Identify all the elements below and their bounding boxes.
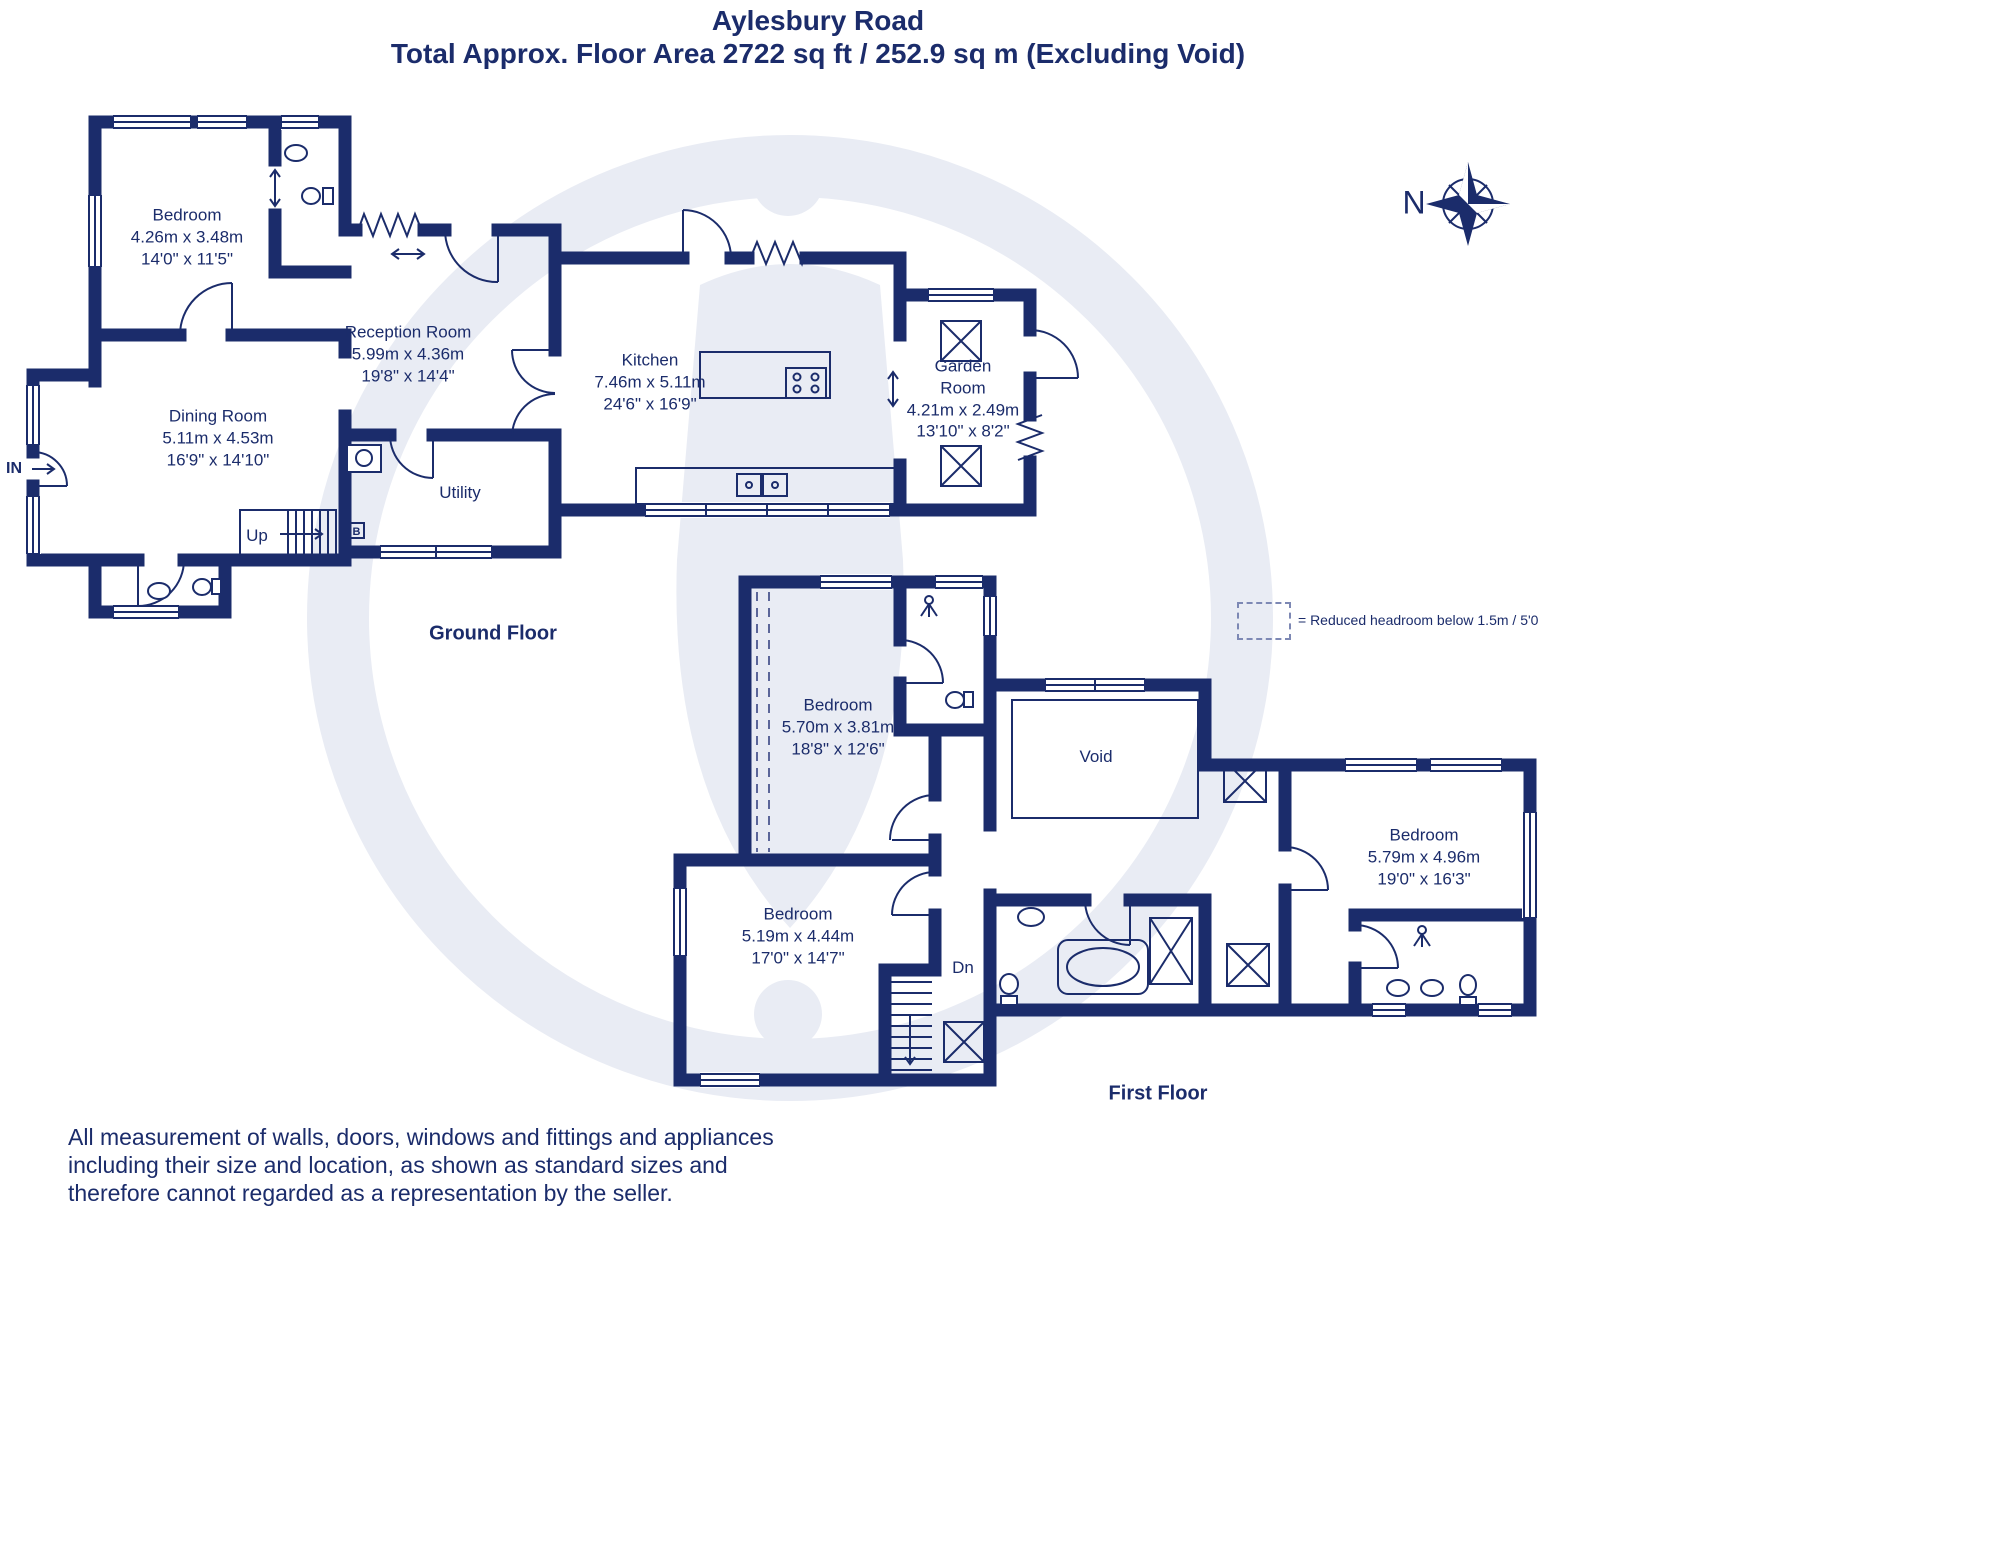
first-floor-label: First Floor xyxy=(1108,1082,1208,1105)
skylight-icon xyxy=(1223,759,1267,803)
room-name: Bedroom xyxy=(763,904,833,924)
reduced-headroom-legend-text: = Reduced headroom below 1.5m / 5'0 xyxy=(1298,612,1539,628)
sink-icon xyxy=(1420,979,1444,997)
room-dim-imperial: 16'9" x 14'10" xyxy=(166,449,270,469)
sink-icon xyxy=(1017,907,1045,927)
ground-floor-stairs xyxy=(239,509,337,559)
room-dim-imperial: 19'8" x 14'4" xyxy=(361,365,455,385)
stairs-dn-label: Dn xyxy=(952,958,974,978)
room-label-bedroom-ff-1: Bedroom 5.70m x 3.81m 18'8" x 12'6" xyxy=(782,694,894,759)
bifold-icon xyxy=(355,211,425,239)
room-name: Dining Room xyxy=(168,406,268,426)
room-dim-imperial: 17'0" x 14'7" xyxy=(751,947,845,967)
room-dim-imperial: 13'10" x 8'2" xyxy=(916,421,1010,441)
room-dim-imperial: 19'0" x 16'3" xyxy=(1377,868,1471,888)
skylight-icon xyxy=(940,445,982,487)
first-floor-windows xyxy=(672,574,1538,1088)
bathtub-icon xyxy=(1057,939,1149,995)
compass-north-label: N xyxy=(1402,184,1426,221)
room-label-reception: Reception Room 5.99m x 4.36m 19'8" x 14'… xyxy=(345,321,472,386)
ground-floor-doors xyxy=(32,168,1079,607)
ground-floor-windows xyxy=(25,114,995,620)
room-name: Kitchen xyxy=(621,350,679,370)
room-dim-imperial: 14'0" x 11'5" xyxy=(141,248,233,268)
room-dim-imperial: 18'8" x 12'6" xyxy=(791,738,885,758)
first-floor-fixtures xyxy=(920,595,1477,1006)
room-name: Bedroom xyxy=(803,695,873,715)
room-dim-metric: 5.99m x 4.36m xyxy=(351,344,465,364)
passage-arrow-icon xyxy=(887,370,899,408)
passage-arrow-icon xyxy=(269,168,281,208)
room-label-utility: Utility xyxy=(439,483,481,503)
toilet-icon xyxy=(999,973,1019,995)
skylight-icon xyxy=(1226,943,1270,987)
bifold-icon xyxy=(747,239,807,267)
disclaimer-line: including their size and location, as sh… xyxy=(68,1152,728,1178)
room-dim-metric: 4.21m x 2.49m xyxy=(906,400,1020,419)
ground-floor-plan xyxy=(25,114,1079,620)
toilet-icon xyxy=(963,691,974,708)
passage-arrow-icon xyxy=(390,248,426,260)
room-dim-metric: 5.19m x 4.44m xyxy=(741,926,855,946)
room-name: Garden Room xyxy=(934,356,992,398)
toilet-icon xyxy=(322,187,334,205)
sink-icon xyxy=(147,582,171,600)
property-title: Aylesbury Road xyxy=(711,5,925,36)
room-dim-metric: 5.70m x 3.81m xyxy=(781,717,895,737)
ground-floor-label: Ground Floor xyxy=(429,622,557,645)
first-floor-plan xyxy=(672,574,1538,1088)
room-dim-metric: 5.11m x 4.53m xyxy=(162,428,274,448)
sink-icon xyxy=(284,144,308,162)
boiler-label: B xyxy=(348,522,365,539)
room-dim-metric: 7.46m x 5.11m xyxy=(594,372,706,392)
room-name: Bedroom xyxy=(152,205,222,225)
void-label: Void xyxy=(1079,747,1113,767)
disclaimer-line: therefore cannot regarded as a represent… xyxy=(68,1180,673,1206)
room-label-garden-room: Garden Room 4.21m x 2.49m 13'10" x 8'2" xyxy=(907,356,1019,443)
up-arrow-icon xyxy=(280,528,324,540)
toilet-icon xyxy=(211,578,222,595)
kitchen-counter xyxy=(635,467,901,505)
room-label-dining: Dining Room 5.11m x 4.53m 16'9" x 14'10" xyxy=(162,405,273,470)
room-label-bedroom-ff-3: Bedroom 5.79m x 4.96m 19'0" x 16'3" xyxy=(1368,824,1480,889)
hob-icon xyxy=(785,367,827,399)
kitchen-sink-icon xyxy=(736,473,762,497)
toilet-icon xyxy=(1459,974,1477,996)
ground-floor-fixtures xyxy=(147,144,982,600)
stairs-up-label: Up xyxy=(246,526,268,546)
shower-head-icon xyxy=(920,595,938,617)
bifold-icon xyxy=(1015,414,1045,461)
first-floor-doors xyxy=(889,639,1399,969)
room-label-bedroom-gf: Bedroom 4.26m x 3.48m 14'0" x 11'5" xyxy=(131,204,243,269)
room-dim-metric: 4.26m x 3.48m xyxy=(130,227,244,247)
sink-icon xyxy=(1386,979,1410,997)
plan-header: Aylesbury Road Total Approx. Floor Area … xyxy=(0,4,1636,70)
floor-area-subtitle: Total Approx. Floor Area 2722 sq ft / 25… xyxy=(390,38,1246,69)
shower-head-icon xyxy=(1413,925,1431,947)
reduced-headroom-lines xyxy=(756,592,770,852)
skylight-icon xyxy=(943,1021,985,1063)
void-opening xyxy=(1011,699,1199,819)
skylight-icon xyxy=(940,320,982,362)
watermark-crest xyxy=(307,135,1273,1101)
disclaimer-line: All measurement of walls, doors, windows… xyxy=(68,1124,774,1150)
room-dim-metric: 5.79m x 4.96m xyxy=(1367,847,1481,867)
reduced-headroom-legend-box xyxy=(1237,602,1291,640)
shower-tray-icon xyxy=(1149,917,1193,985)
kitchen-island xyxy=(699,351,831,399)
first-floor-stairs xyxy=(888,981,985,1071)
disclaimer: All measurement of walls, doors, windows… xyxy=(68,1123,774,1207)
room-dim-imperial: 24'6" x 16'9" xyxy=(603,393,697,413)
room-name: Bedroom xyxy=(1389,825,1459,845)
room-label-bedroom-ff-2: Bedroom 5.19m x 4.44m 17'0" x 14'7" xyxy=(742,903,854,968)
entrance-in-label: IN xyxy=(6,460,22,477)
entrance-arrow-icon xyxy=(32,463,56,475)
room-name: Reception Room xyxy=(344,322,472,342)
down-arrow-icon xyxy=(904,1014,916,1066)
compass-icon xyxy=(1426,162,1510,246)
room-label-kitchen: Kitchen 7.46m x 5.11m 24'6" x 16'9" xyxy=(594,349,705,414)
